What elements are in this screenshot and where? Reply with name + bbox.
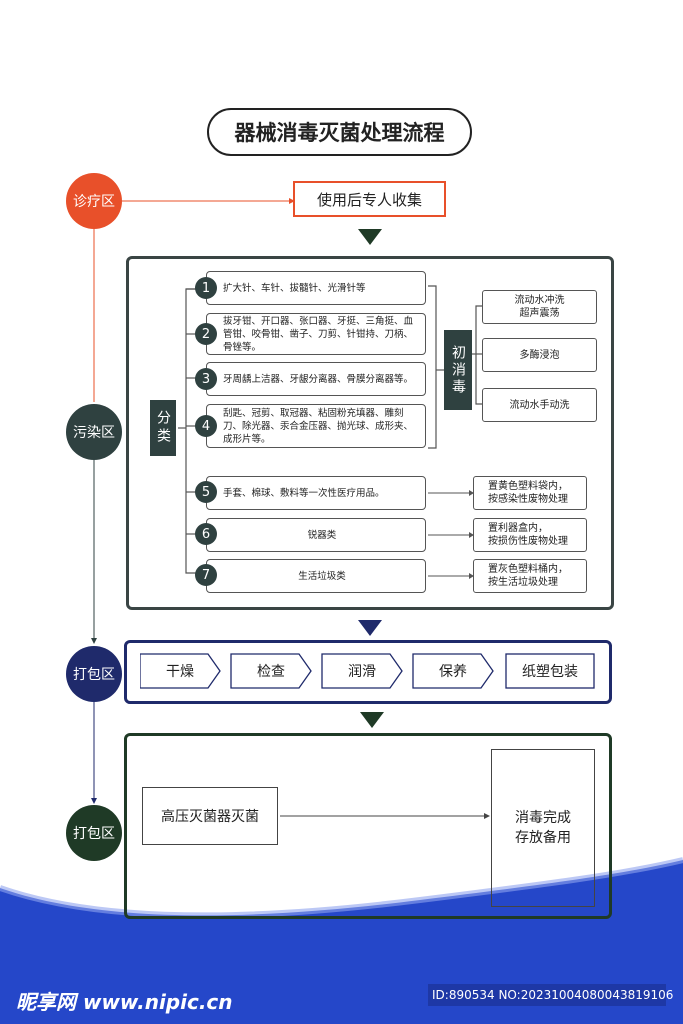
sterilize-panel [124,733,612,919]
item-number-5: 5 [195,481,217,503]
item-number-2: 2 [195,323,217,345]
pack-step-lubricate: 润滑 [348,664,376,680]
item-number-3: 3 [195,368,217,390]
item-text: 锐器类 [307,529,337,541]
item-box-3: 牙周龋上洁器、牙龈分离器、骨膜分离器等。 [206,362,426,396]
zone-packing-2: 打包区 [66,805,122,861]
item-box-2: 拔牙钳、开口器、张口器、牙挺、三角挺、血管钳、咬骨钳、凿子、刀剪、针钳持、刀柄、… [206,313,426,355]
page-title: 器械消毒灭菌处理流程 [207,108,472,156]
pack-step-check: 检查 [257,664,285,680]
item-text: 手套、棉球、敷料等一次性医疗用品。 [223,487,385,499]
item-box-5: 手套、棉球、敷料等一次性医疗用品。 [206,476,426,510]
disposal-domestic: 置灰色塑料桶内， 按生活垃圾处理 [473,559,587,593]
pack-step-wrap: 纸塑包装 [522,664,578,680]
item-box-7: 生活垃圾类 [206,559,426,593]
item-box-6: 锐器类 [206,518,426,552]
zone-packing: 打包区 [66,646,122,702]
item-text: 拔牙钳、开口器、张口器、牙挺、三角挺、血管钳、咬骨钳、凿子、刀剪、针钳持、刀柄、… [223,315,414,353]
disinfect-step-rinse: 流动水冲洗 超声震荡 [482,290,597,324]
disposal-infectious: 置黄色塑料袋内， 按感染性废物处理 [473,476,587,510]
item-number-4: 4 [195,415,217,437]
disposal-sharps: 置利器盒内， 按损伤性废物处理 [473,518,587,552]
disinfect-step-handwash: 流动水手动洗 [482,388,597,422]
finish-box: 消毒完成 存放备用 [491,749,595,907]
pack-step-dry: 干燥 [166,664,194,680]
classify-label: 分类 [150,400,176,456]
item-box-4: 刮匙、冠剪、取冠器、粘固粉充填器、雕刻刀、除光器、汞合金压器、抛光球、成形夹、成… [206,404,426,448]
zone-consult: 诊疗区 [66,173,122,229]
footer-id: ID:890534 NO:20231004080043819106 [432,988,674,1002]
item-box-1: 扩大针、车针、拔髓针、光滑针等 [206,271,426,305]
disinfect-step-enzyme: 多酶浸泡 [482,338,597,372]
sterilize-box: 高压灭菌器灭菌 [142,787,278,845]
initial-disinfect-label: 初消毒 [444,330,472,410]
pack-step-maintain: 保养 [439,664,467,680]
zone-contaminated: 污染区 [66,404,122,460]
packing-panel [124,640,612,704]
contaminated-panel [126,256,614,610]
collect-box: 使用后专人收集 [293,181,446,217]
item-number-7: 7 [195,564,217,586]
item-text: 刮匙、冠剪、取冠器、粘固粉充填器、雕刻刀、除光器、汞合金压器、抛光球、成形夹、成… [223,407,414,445]
item-number-6: 6 [195,523,217,545]
footer-logo: 昵享网 www.nipic.cn [16,990,233,1014]
packing-chevrons [140,653,595,689]
item-text: 生活垃圾类 [298,570,346,582]
item-number-1: 1 [195,277,217,299]
item-text: 牙周龋上洁器、牙龈分离器、骨膜分离器等。 [223,373,414,385]
item-text: 扩大针、车针、拔髓针、光滑针等 [223,282,366,294]
